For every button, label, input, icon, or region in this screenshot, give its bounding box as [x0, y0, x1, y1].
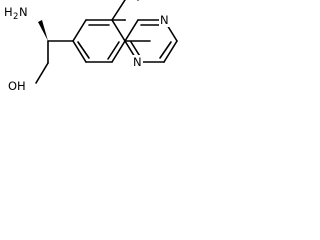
- bond-ring-a1: [72, 19, 87, 42]
- label-ring-n-top: N: [160, 13, 169, 27]
- bond-ring-a6: [72, 40, 87, 63]
- bond-ring-b1: [111, 0, 126, 21]
- stereo-wedge-bond: [38, 20, 48, 41]
- label-hydroxyl: OH: [8, 79, 26, 93]
- bond-ch2-oh: [35, 62, 49, 84]
- bond-pyr-inner2: [159, 41, 172, 59]
- bond-ring-a-inner2: [107, 41, 120, 60]
- bond-ring-a-inner3: [77, 41, 90, 59]
- label-mask-n-bottom: [132, 55, 143, 69]
- label-ring-n-bottom: N: [133, 55, 142, 69]
- bond-ring-fusion: [111, 40, 126, 63]
- label-amine-n: N: [19, 5, 28, 19]
- label-amine-h: H: [4, 5, 13, 19]
- label-amine-subscript: 2: [13, 12, 18, 22]
- bond-pyr-edge1: [124, 19, 139, 42]
- bond-pyr-edge4: [163, 40, 178, 63]
- label-mask-n-top: [159, 13, 170, 27]
- bond-ring-a3: [111, 19, 126, 42]
- molecule-structure-diagram: H 2 N OH N N: [4, 0, 178, 93]
